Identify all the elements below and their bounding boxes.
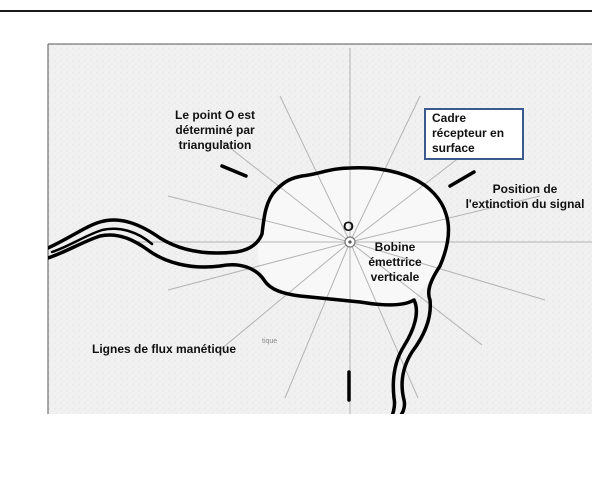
emitter-coil-label: Bobine émettrice verticale: [368, 240, 422, 284]
extinction-position-label: Position de l'extinction du signal: [465, 182, 585, 211]
receiver-marker-right: [448, 170, 476, 188]
triangulation-label: Le point O est déterminé par triangulati…: [174, 108, 255, 152]
receiver-marker-left: [220, 164, 248, 178]
emitter-point-dot: [348, 240, 352, 244]
cave-outline-lower: [48, 233, 419, 414]
cave-outline: [48, 166, 451, 414]
receiver-frame-label: Cadre récepteur en surface: [424, 108, 524, 160]
point-o-label: O: [343, 218, 354, 234]
faint-residual-text: tique: [262, 338, 278, 345]
cave-inner-passage: [50, 227, 154, 254]
top-rule: [0, 10, 592, 12]
flux-lines-label: Lignes de flux manétique: [92, 342, 237, 356]
